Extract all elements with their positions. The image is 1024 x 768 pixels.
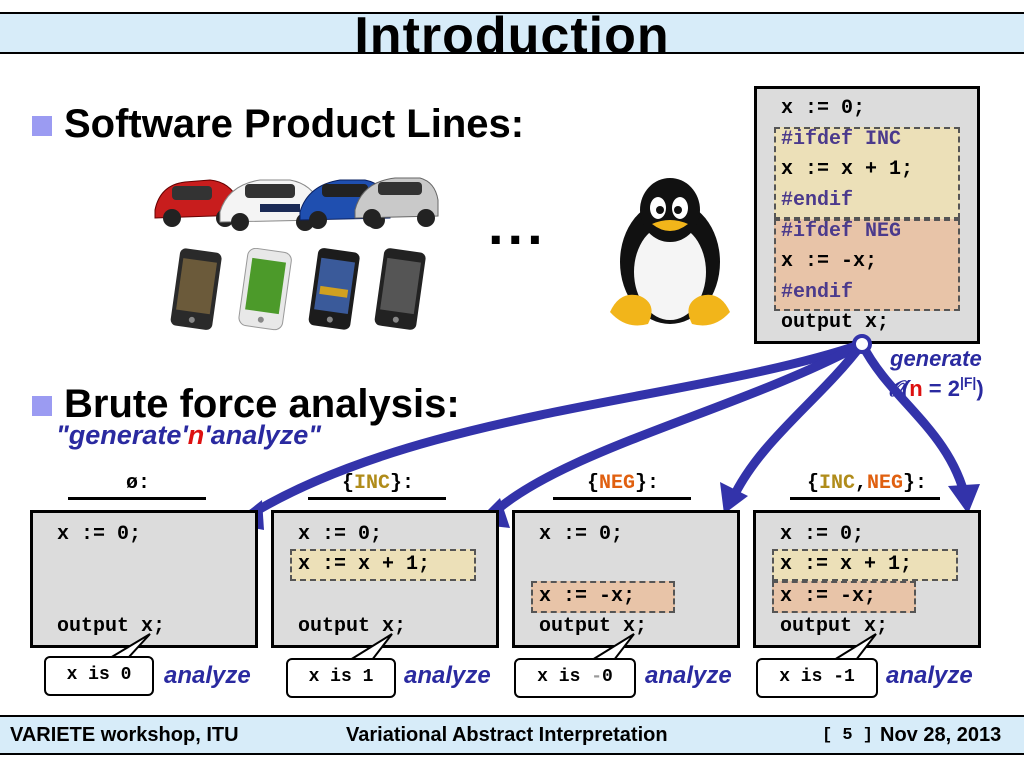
main-code-panel: x := 0; #ifdef INC x := x + 1; #endif #i… [754,86,980,344]
subtitle-n: n [187,420,205,450]
code-line: x := 0; [781,97,866,120]
variant-panel-inc: x := 0; x := x + 1; output x; [271,510,499,648]
subtitle-part2: 'analyze" [204,420,322,450]
bullet-square-icon [32,396,52,416]
arrow-to-inc [485,339,867,521]
subset-label: {INC}: [341,472,415,495]
code-line: #ifdef NEG [781,220,902,243]
code-line: #ifdef INC [781,128,902,151]
subset-underline [790,497,940,500]
code-line: x := x + 1; [298,553,431,576]
bullet-square-icon [32,116,52,136]
ellipsis: ... [488,193,547,256]
phones-image [165,247,435,333]
code-line: x := -x; [781,250,878,273]
result-box: x is -1 [756,658,878,698]
code-line: #endif [781,281,854,304]
code-line: x := x + 1; [781,158,914,181]
generate-n-analyze-subtitle: "generate'n'analyze" [56,420,321,451]
arrow-to-neg [727,339,867,505]
footer-workshop: VARIETE workshop, ITU [10,724,239,746]
bullet-brute-force: Brute force analysis: [64,382,460,426]
result-box: x is 1 [286,658,396,698]
inc-block [772,549,958,581]
bullet-software-product-lines: Software Product Lines: [64,102,525,146]
bubble-tail [830,633,877,661]
code-line: x := -x; [539,585,636,608]
complexity-n: n [909,376,923,401]
linux-penguin-icon [600,172,740,332]
code-line: #endif [781,189,854,212]
variant-panel-neg: x := 0; x := -x; output x; [512,510,740,648]
analyze-label: analyze [645,662,732,689]
result-box: x is 0 [44,656,154,696]
ifdef-inc-block [774,127,960,219]
slide-title: Introduction [354,7,670,65]
footer-date: Nov 28, 2013 [880,724,1002,746]
code-line: output x; [539,615,648,638]
code-line: x := 0; [539,523,624,546]
title-bar: Introduction [0,10,1024,62]
bubble-tail [346,633,393,661]
complexity-eq: = 2 [922,376,960,401]
analyze-label: analyze [886,662,973,689]
variant-panel-empty: x := 0; output x; [30,510,258,648]
ifdef-neg-block [774,219,960,311]
neg-block [531,581,675,613]
code-line: x := 0; [780,523,865,546]
complexity-close: ) [976,376,984,401]
arrow-to-empty [243,339,867,521]
inc-block [290,549,476,581]
subset-label: {INC,NEG}: [806,472,928,495]
generate-origin-dot [852,334,872,354]
neg-block [772,581,916,613]
subset-label: ø: [125,472,151,495]
bubble-tail [588,633,635,661]
subtitle-part1: "generate' [56,420,188,450]
variant-panel-inc-neg: x := 0; x := x + 1; x := -x; output x; [753,510,981,648]
result-box: x is -0 [514,658,636,698]
code-line: x := x + 1; [780,553,913,576]
footer-talk-title: Variational Abstract Interpretation [346,724,668,746]
analyze-label: analyze [164,662,251,689]
code-line: x := -x; [780,585,877,608]
code-line: x := 0; [57,523,142,546]
bubble-tail [106,633,151,659]
code-line: output x; [780,615,889,638]
code-line: output x; [781,311,890,334]
analyze-label: analyze [404,662,491,689]
subset-label: {NEG}: [586,472,660,495]
subset-underline [308,497,446,500]
cars-image [150,160,440,240]
footer-page-number: [ 5 ] [822,726,874,745]
arrow-to-inc-neg [857,339,971,505]
code-line: output x; [298,615,407,638]
footer-bar: VARIETE workshop, ITU Variational Abstra… [0,715,1024,755]
code-line: x := 0; [298,523,383,546]
subset-underline [68,497,206,500]
generate-label: generate [890,346,982,371]
subset-underline [553,497,691,500]
complexity-exp: |F| [959,374,977,390]
code-line: output x; [57,615,166,638]
